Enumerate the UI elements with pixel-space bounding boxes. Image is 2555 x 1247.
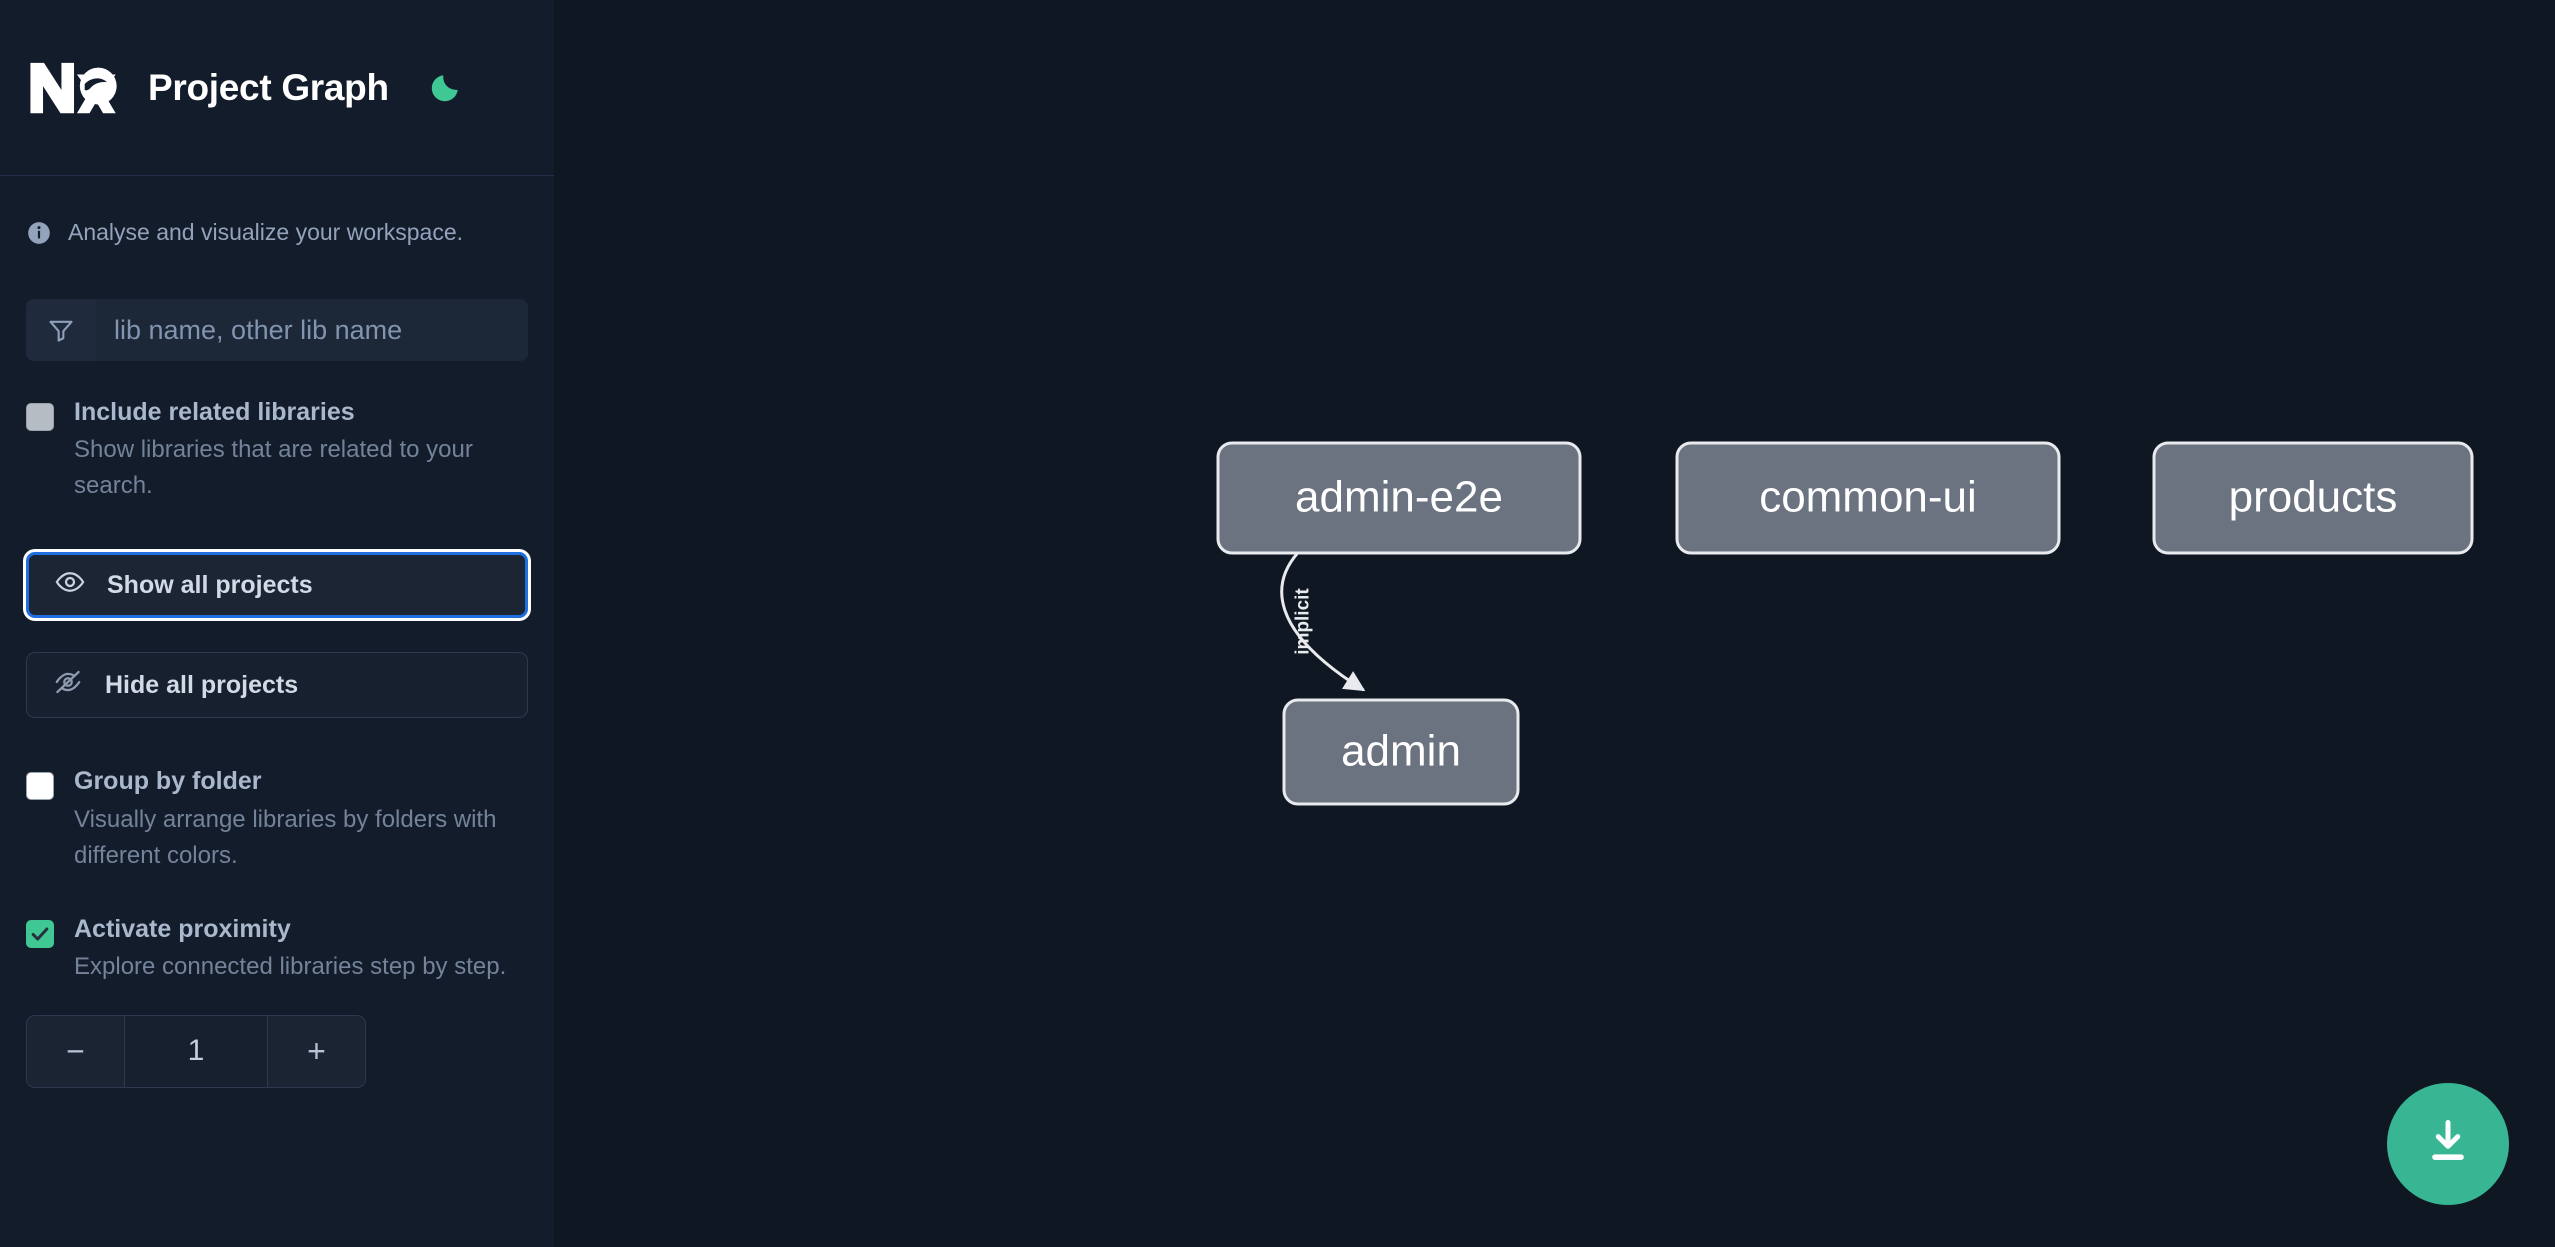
checkbox-activate-proximity[interactable] [26,919,54,948]
option-activate-proximity[interactable]: Activate proximity Explore connected lib… [26,914,528,985]
search-input[interactable] [96,299,528,361]
moon-icon[interactable] [423,66,467,110]
show-all-projects-button[interactable]: Show all projects [26,552,528,619]
show-all-projects-label: Show all projects [107,570,313,599]
edge-label: implicit [1293,588,1314,655]
graph-edge: implicit [1280,552,1366,692]
graph-canvas[interactable]: implicitimplicit admin-e2e common-ui produ… [554,0,2555,1247]
option-group-by-folder[interactable]: Group by folder Visually arrange librari… [26,766,528,873]
option-description: Explore connected libraries step by step… [74,952,507,980]
proximity-stepper[interactable]: − 1 + [26,1014,366,1088]
sidebar: Project Graph Analyse and visualize your… [0,0,554,1247]
graph-edges: implicitimplicit [1280,552,1366,692]
eye-icon [55,567,85,604]
graph-node-label: common-ui [1759,473,1977,522]
option-label: Group by folder [74,767,262,796]
download-icon [2422,1116,2474,1173]
page-title: Project Graph [148,66,389,108]
graph-nodes: admin-e2ecommon-uiproductsstore-e2eadmin… [1216,441,2474,806]
analyse-row: Analyse and visualize your workspace. [26,176,528,289]
graph-node[interactable]: admin-e2e [1216,441,1582,555]
project-graph-svg: implicitimplicit admin-e2e common-ui produ… [1216,441,2474,806]
checkbox-include-related-libraries[interactable] [26,403,54,431]
graph-node-label: admin-e2e [1295,473,1503,522]
option-label: Activate proximity [74,914,291,943]
graph-node[interactable]: admin [1282,698,1520,806]
filter-funnel-icon [26,299,96,361]
download-button[interactable] [2387,1083,2509,1205]
stepper-decrement-button[interactable]: − [27,1015,125,1087]
graph-node[interactable]: common-ui [1675,441,2061,555]
sidebar-body: Analyse and visualize your workspace. In… [0,176,554,1088]
option-include-related-libraries[interactable]: Include related libraries Show libraries… [26,397,528,504]
option-label: Include related libraries [74,398,355,426]
graph-node-label: admin [1341,727,1461,776]
hide-all-projects-button[interactable]: Hide all projects [26,652,528,719]
graph-node-label: products [2229,473,2398,522]
nx-logo-icon [26,57,124,119]
filter-box[interactable] [26,299,528,361]
sidebar-header: Project Graph [0,0,554,176]
option-description: Visually arrange libraries by folders wi… [74,805,497,869]
analyse-text: Analyse and visualize your workspace. [68,219,464,245]
stepper-value: 1 [125,1015,267,1087]
graph-node[interactable]: products [2152,441,2474,555]
checkbox-group-by-folder[interactable] [26,772,54,801]
hide-all-projects-label: Hide all projects [105,670,299,699]
stepper-increment-button[interactable]: + [267,1015,365,1087]
eye-off-icon [53,667,83,704]
info-icon [26,220,52,246]
option-description: Show libraries that are related to your … [74,436,473,500]
